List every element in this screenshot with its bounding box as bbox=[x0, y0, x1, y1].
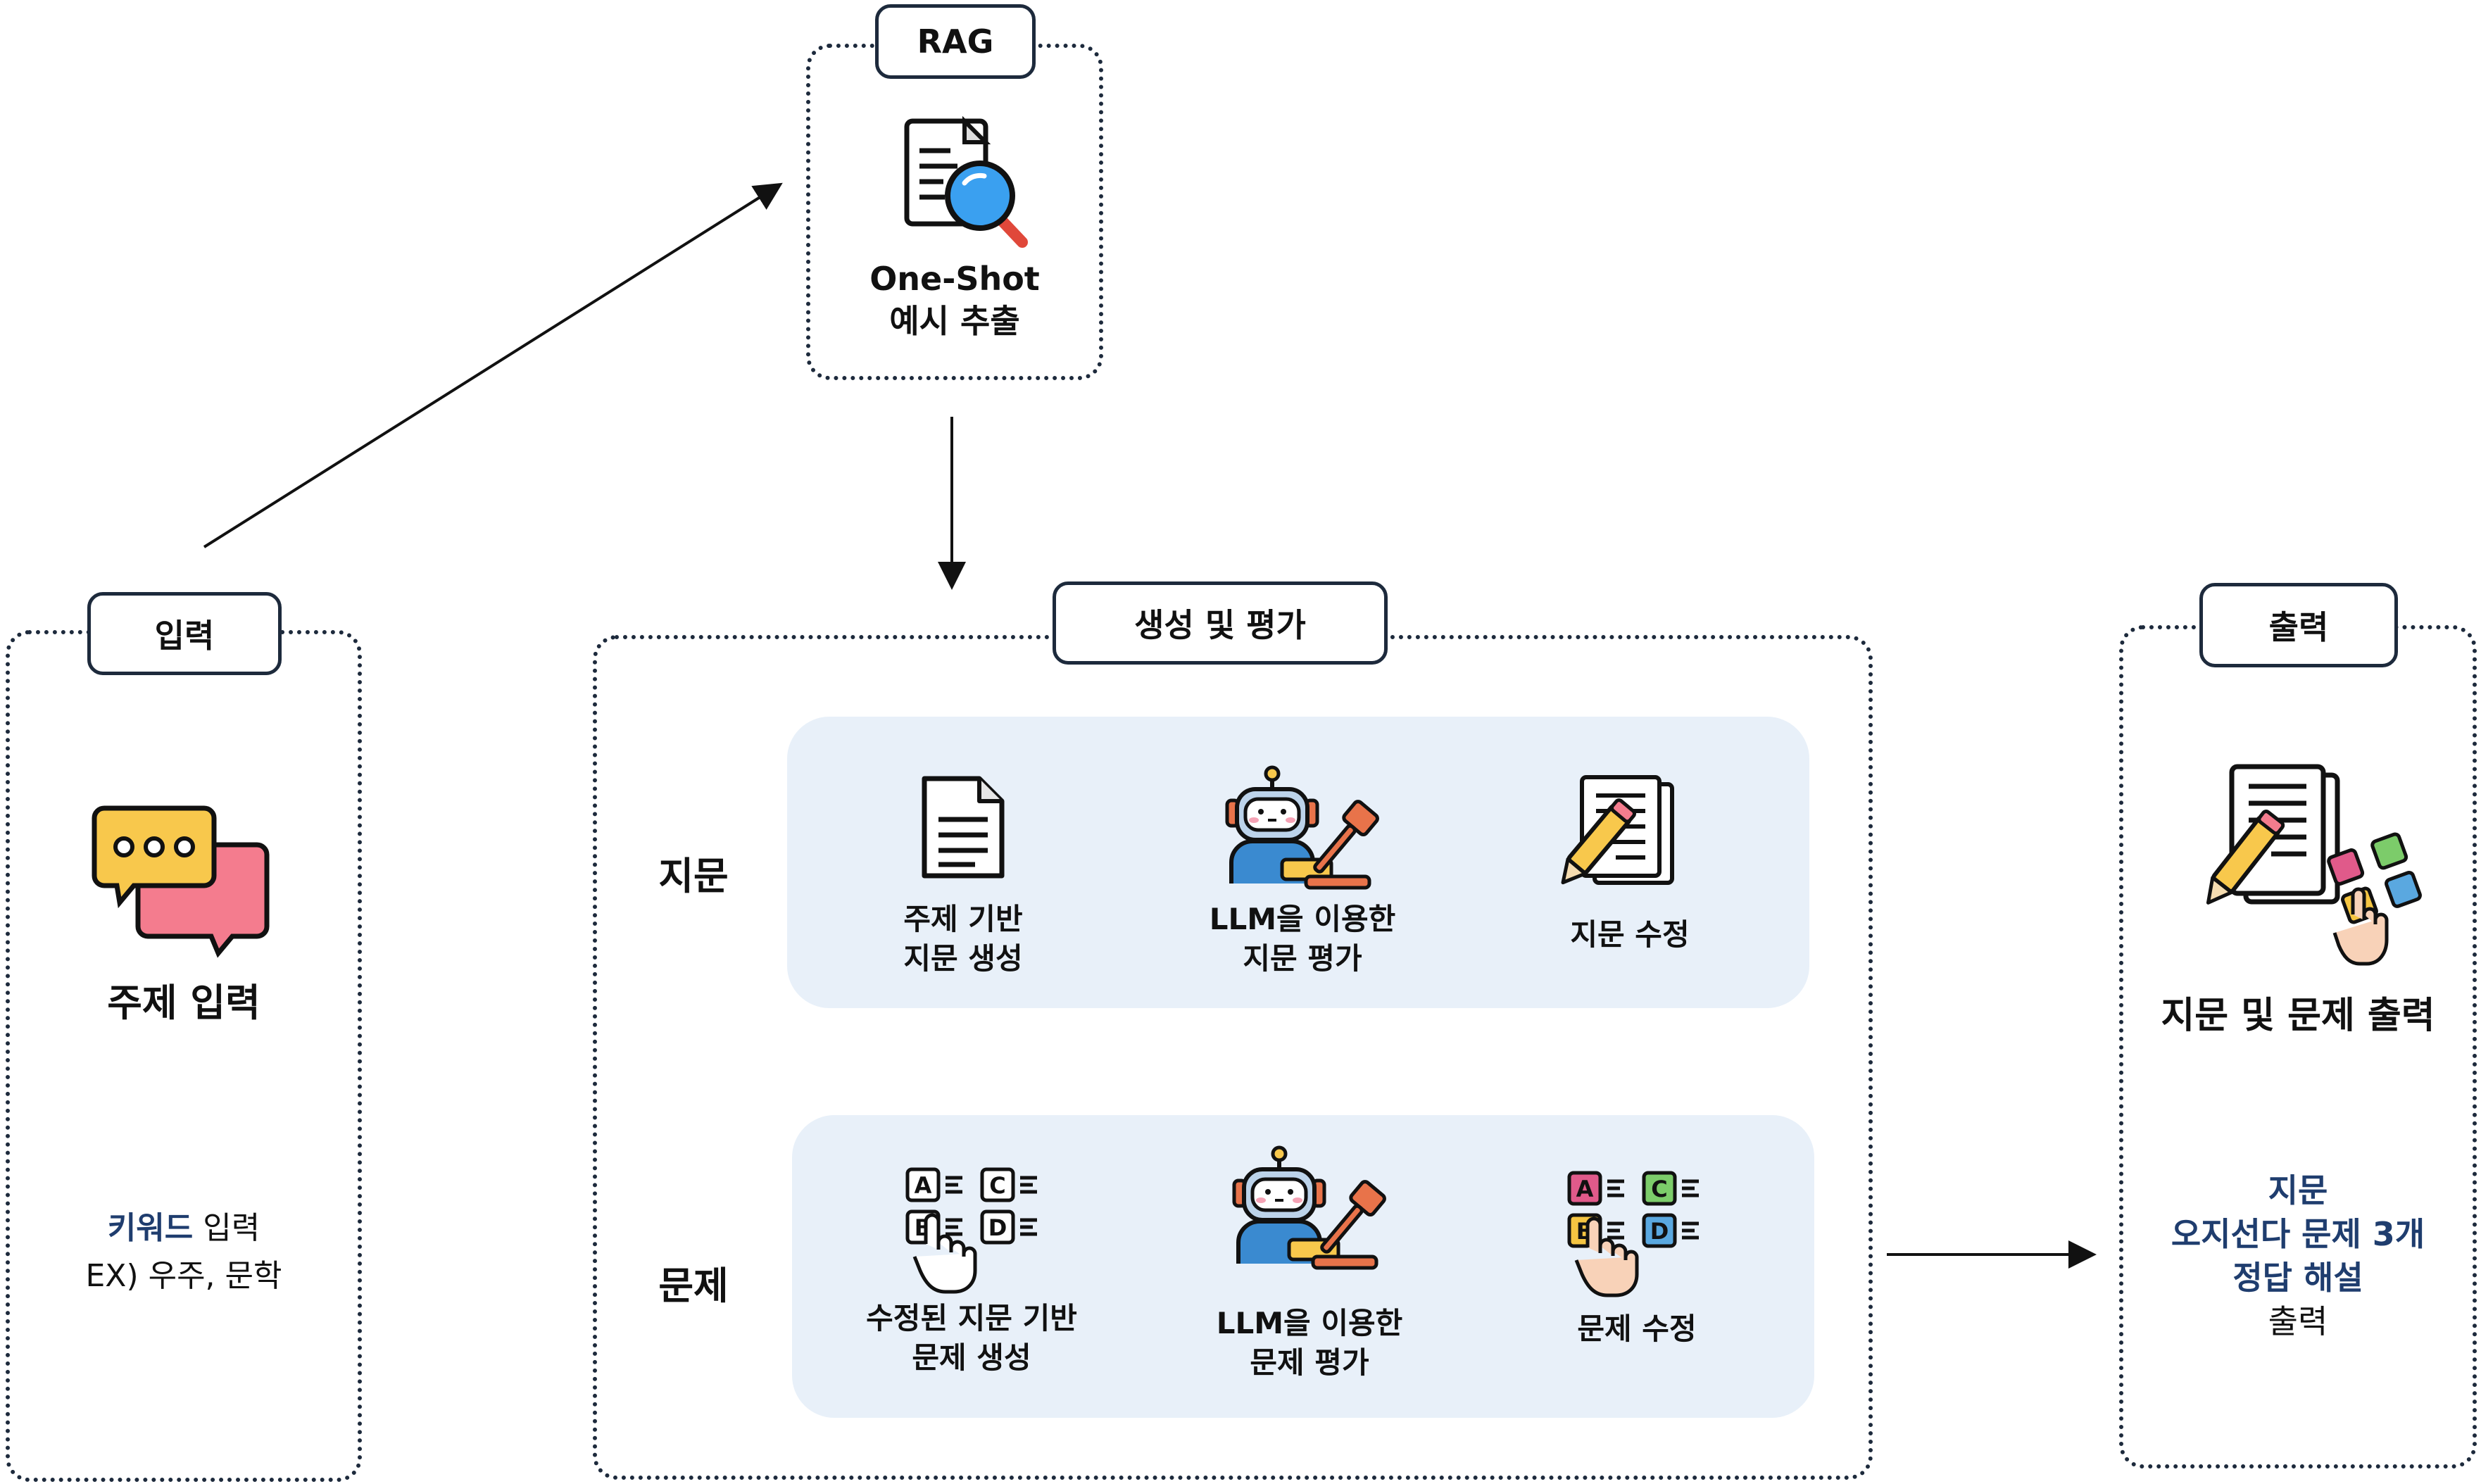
question-step-1-line1: 수정된 지문 기반 bbox=[866, 1301, 1077, 1335]
passage-step-2-line2: 지문 평가 bbox=[1243, 941, 1362, 976]
passage-row-label: 지문 bbox=[658, 854, 729, 898]
rag-tag-label: RAG bbox=[917, 23, 994, 61]
input-tag: 입력 bbox=[87, 592, 282, 675]
passage-step-3-line1: 지문 수정 bbox=[1570, 917, 1690, 952]
question-step-1-label: 수정된 지문 기반 문제 생성 bbox=[841, 1299, 1102, 1378]
passage-step-1-label: 주제 기반 지문 생성 bbox=[855, 900, 1071, 979]
choice-a-letter-colored: A bbox=[1576, 1176, 1594, 1202]
choice-a-letter: A bbox=[915, 1172, 932, 1199]
passage-step-1-line1: 주제 기반 bbox=[903, 902, 1023, 936]
robot-judge-icon bbox=[1221, 764, 1383, 891]
generation-tag: 생성 및 평가 bbox=[1053, 581, 1388, 665]
output-tag-label: 출력 bbox=[2268, 608, 2329, 646]
output-line4: 출력 bbox=[2268, 1302, 2328, 1340]
chat-bubbles-icon bbox=[92, 803, 270, 958]
question-step-3-label: 문제 수정 bbox=[1528, 1309, 1746, 1349]
rag-label: One-Shot 예시 추출 bbox=[817, 258, 1093, 342]
document-icon bbox=[919, 774, 1007, 880]
input-keyword-line: 키워드 입력 bbox=[14, 1202, 353, 1247]
question-step-2-line1: LLM을 이용한 bbox=[1216, 1306, 1403, 1340]
multiple-choice-hand-icon: A C B D bbox=[905, 1165, 1045, 1295]
input-tag-label: 입력 bbox=[154, 617, 215, 655]
output-line2: 오지선다 문제 3개 bbox=[2171, 1215, 2425, 1253]
choice-d-letter: D bbox=[988, 1214, 1007, 1241]
passage-step-1-line2: 지문 생성 bbox=[903, 941, 1023, 976]
question-step-2-line2: 문제 평가 bbox=[1250, 1345, 1369, 1380]
document-edit-icon bbox=[1552, 774, 1686, 894]
document-quiz-output-icon bbox=[2204, 764, 2443, 968]
question-step-3-line1: 문제 수정 bbox=[1577, 1312, 1697, 1346]
output-tag: 출력 bbox=[2199, 583, 2398, 667]
robot-judge-icon-2 bbox=[1229, 1144, 1390, 1271]
output-line3: 정답 해설 bbox=[2232, 1259, 2363, 1297]
input-example: EX) 우주, 문학 bbox=[85, 1258, 282, 1294]
input-box bbox=[6, 630, 362, 1482]
passage-step-3-label: 지문 수정 bbox=[1521, 915, 1739, 955]
rag-label-line1: One-Shot bbox=[869, 260, 1040, 298]
choice-c-letter: C bbox=[989, 1172, 1005, 1199]
output-title: 지문 및 문제 출력 bbox=[2161, 995, 2435, 1037]
colored-choice-hand-icon: A C B D bbox=[1566, 1169, 1707, 1299]
input-title: 주제 입력 bbox=[107, 981, 260, 1025]
choice-d-letter-colored: D bbox=[1650, 1218, 1669, 1245]
passage-step-2-label: LLM을 이용한 지문 평가 bbox=[1186, 900, 1419, 979]
question-step-1-line2: 문제 생성 bbox=[912, 1340, 1031, 1375]
rag-tag: RAG bbox=[875, 4, 1036, 79]
question-step-2-label: LLM을 이용한 문제 평가 bbox=[1193, 1304, 1426, 1383]
input-keyword-suffix: 입력 bbox=[193, 1210, 260, 1246]
input-keyword: 키워드 bbox=[107, 1210, 194, 1246]
rag-label-line2: 예시 추출 bbox=[889, 302, 1020, 340]
arrow-input-to-rag bbox=[203, 182, 783, 548]
output-details: 지문 오지선다 문제 3개 정답 해설 출력 bbox=[2128, 1169, 2468, 1343]
output-line1: 지문 bbox=[2268, 1171, 2328, 1209]
passage-step-2-line1: LLM을 이용한 bbox=[1209, 902, 1396, 936]
document-search-icon bbox=[894, 113, 1035, 253]
generation-tag-label: 생성 및 평가 bbox=[1134, 606, 1306, 644]
choice-c-letter-colored: C bbox=[1651, 1176, 1667, 1202]
question-row-label: 문제 bbox=[658, 1264, 729, 1308]
